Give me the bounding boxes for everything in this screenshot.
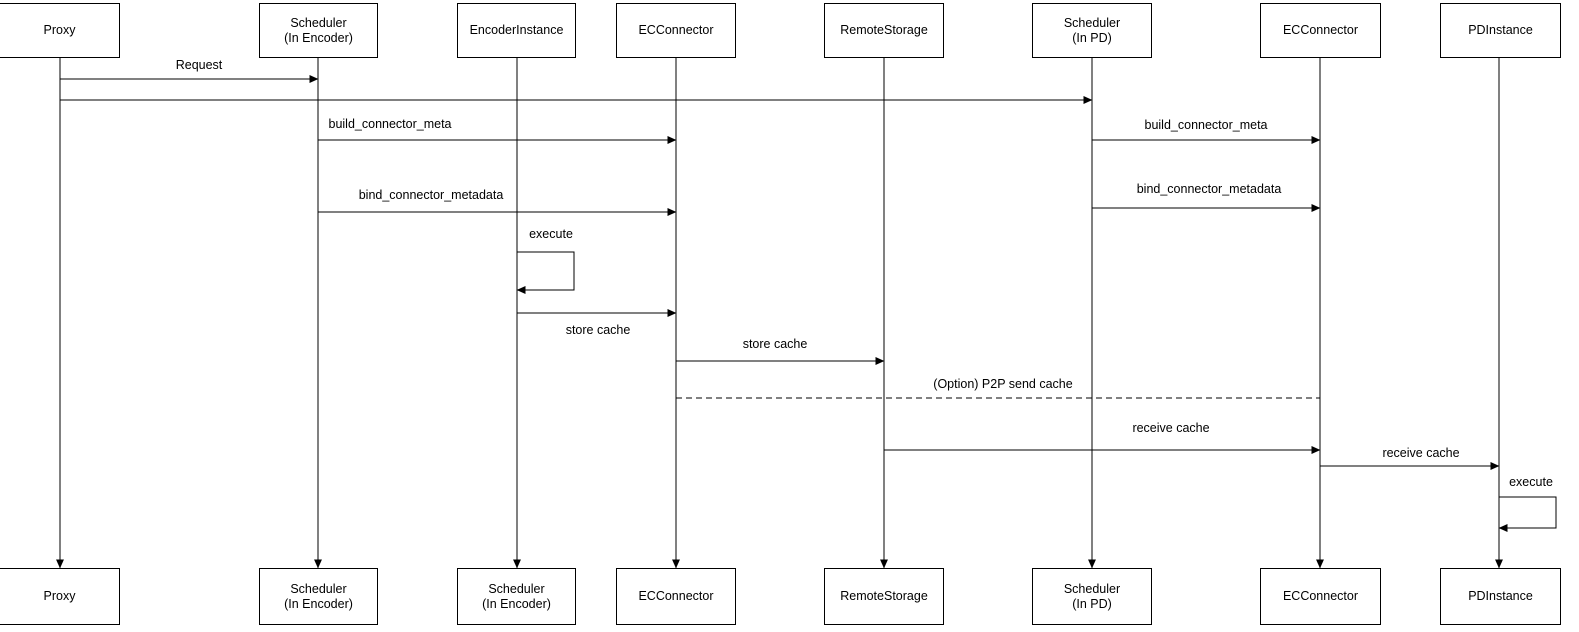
message-label-request: Request — [175, 58, 223, 72]
message-label-receive-cache-remote: receive cache — [1132, 421, 1210, 435]
participant-header-pd-instance[interactable]: PDInstance — [1440, 3, 1561, 58]
participant-footer-ec-connector-l[interactable]: ECConnector — [616, 568, 736, 625]
message-label-p2p-send-cache: (Option) P2P send cache — [933, 377, 1073, 391]
participant-header-proxy[interactable]: Proxy — [0, 3, 120, 58]
participant-header-ec-connector-l[interactable]: ECConnector — [616, 3, 736, 58]
lifeline-lines — [56, 58, 1503, 569]
message-label-receive-cache-pd: receive cache — [1382, 446, 1460, 460]
message-label-build-connector-meta-l: build_connector_meta — [328, 117, 452, 131]
participant-header-sched-encoder[interactable]: Scheduler (In Encoder) — [259, 3, 378, 58]
message-label-store-cache-enc-to-ec: store cache — [565, 323, 631, 337]
participant-footer-pd-instance[interactable]: PDInstance — [1440, 568, 1561, 625]
participant-footer-encoder-inst[interactable]: Scheduler (In Encoder) — [457, 568, 576, 625]
participant-header-encoder-inst[interactable]: EncoderInstance — [457, 3, 576, 58]
participant-header-remote-storage[interactable]: RemoteStorage — [824, 3, 944, 58]
message-label-build-connector-meta-r: build_connector_meta — [1144, 118, 1268, 132]
participant-footer-sched-encoder[interactable]: Scheduler (In Encoder) — [259, 568, 378, 625]
participant-footer-remote-storage[interactable]: RemoteStorage — [824, 568, 944, 625]
message-arrows — [60, 75, 1500, 470]
participant-header-sched-pd[interactable]: Scheduler (In PD) — [1032, 3, 1152, 58]
self-message-arrows — [516, 251, 1557, 532]
self-message-label-execute-pdinstance: execute — [1509, 475, 1553, 489]
participant-header-ec-connector-r[interactable]: ECConnector — [1260, 3, 1381, 58]
message-label-bind-connector-meta-l: bind_connector_metadata — [358, 188, 504, 202]
message-label-store-cache-ec-to-remote: store cache — [742, 337, 808, 351]
participant-footer-sched-pd[interactable]: Scheduler (In PD) — [1032, 568, 1152, 625]
self-message-loop-execute-pdinstance — [1498, 496, 1557, 532]
message-label-bind-connector-meta-r: bind_connector_metadata — [1136, 182, 1282, 196]
participant-footer-proxy[interactable]: Proxy — [0, 568, 120, 625]
self-message-label-execute-encoder: execute — [529, 227, 573, 241]
self-message-loop-execute-encoder — [516, 251, 575, 294]
participant-footer-ec-connector-r[interactable]: ECConnector — [1260, 568, 1381, 625]
